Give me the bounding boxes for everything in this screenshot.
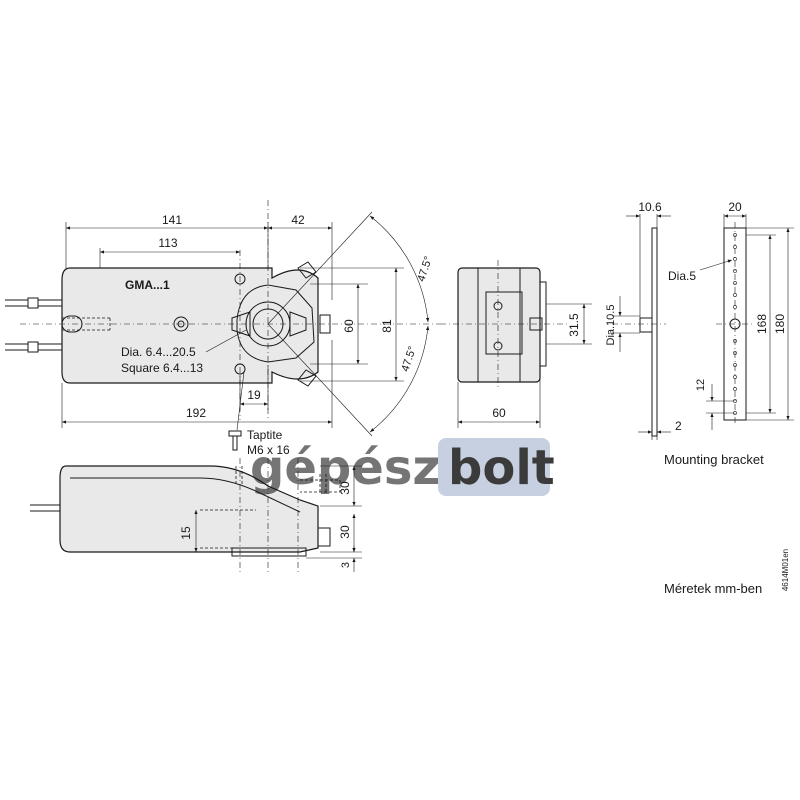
angle-bottom: 47.5° <box>399 345 418 373</box>
dim-192: 192 <box>186 406 206 420</box>
dim-dia-10-5: Dia.10.5 <box>605 305 617 346</box>
side-view: 31.5 60 <box>440 260 592 428</box>
hole-dia-label: Dia.5 <box>668 269 696 283</box>
dim-3: 3 <box>340 562 352 568</box>
dim-12: 12 <box>695 379 707 391</box>
dim-168: 168 <box>755 314 769 334</box>
model-label: GMA...1 <box>125 278 170 292</box>
dim-10-6: 10.6 <box>638 200 662 214</box>
dim-30-top: 30 <box>338 481 352 495</box>
bottom-view: 15 30 30 3 <box>30 458 362 572</box>
mounting-bracket: 10.6 Dia.10.5 2 <box>605 200 794 467</box>
dim-15: 15 <box>179 526 193 540</box>
dim-60-vertical: 60 <box>342 319 356 333</box>
watermark-logo: gépész bolt <box>250 438 555 496</box>
units-note: Méretek mm-ben <box>664 581 762 596</box>
dim-180: 180 <box>773 314 787 334</box>
shaft-diameter-text: Dia. 6.4...20.5 <box>121 345 196 359</box>
actuator-body <box>61 267 319 384</box>
front-view: 141 42 113 GMA...1 60 81 47.5° 47.5° Dia… <box>5 200 440 457</box>
drawing-code: 4614M01en <box>781 549 790 591</box>
dim-20: 20 <box>728 200 742 214</box>
watermark-text-1: gépész <box>250 440 440 496</box>
cable-icon <box>5 297 62 353</box>
shaft-square-text: Square 6.4...13 <box>121 361 203 375</box>
dim-42: 42 <box>291 213 305 227</box>
dim-2: 2 <box>675 419 682 433</box>
dim-81: 81 <box>380 319 394 333</box>
bracket-caption: Mounting bracket <box>664 452 764 467</box>
screw-label-2: M6 x 16 <box>247 443 290 457</box>
screw-label-1: Taptite <box>247 428 283 442</box>
screw-icon <box>228 430 242 451</box>
dim-31-5: 31.5 <box>567 313 581 337</box>
dim-141: 141 <box>162 213 182 227</box>
angle-top: 47.5° <box>415 255 434 283</box>
watermark-text-2: bolt <box>448 440 555 496</box>
dim-19: 19 <box>247 388 261 402</box>
dim-113: 113 <box>158 236 177 250</box>
dim-30-bottom: 30 <box>338 525 352 539</box>
dim-60-side: 60 <box>492 406 506 420</box>
